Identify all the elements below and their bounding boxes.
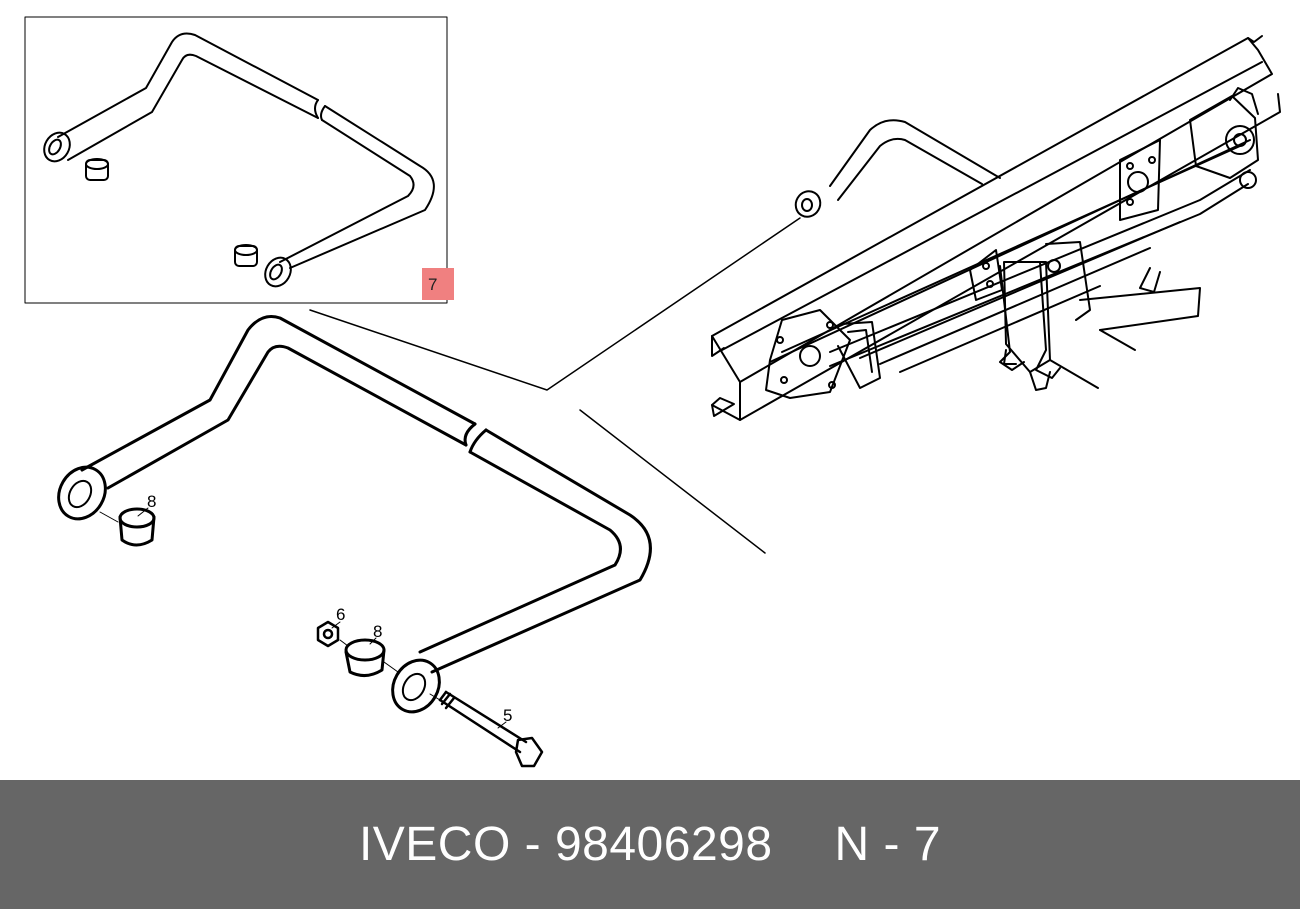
footer-bar: IVECO - 98406298 N - 7: [0, 780, 1300, 909]
callout-leaders: [137, 507, 507, 729]
chassis-assembly: [711, 35, 1281, 421]
bar-eye-left: [57, 465, 107, 521]
bolt: [429, 690, 544, 768]
inset-detail-view: [24, 16, 454, 304]
axle-mount: [999, 241, 1201, 391]
chassis-stabilizer-bar: [829, 119, 1001, 187]
leader-lines: [309, 217, 801, 554]
bar-eye-right: [391, 658, 441, 714]
part-reference: IVECO - 98406298: [358, 818, 773, 871]
rear-shackle: [1119, 87, 1259, 221]
footer-code: IVECO - 98406298 N - 7: [0, 780, 1300, 909]
callout-bushing-left: 8: [147, 492, 156, 511]
front-u-bolt: [837, 321, 881, 389]
chassis-bar-eye: [794, 190, 822, 218]
stabilizer-bar: [57, 315, 652, 714]
callout-bushing-right: 8: [373, 622, 382, 641]
nut: [316, 620, 349, 648]
inset-frame: [24, 16, 448, 304]
callout-nut: 6: [336, 605, 345, 624]
center-bracket: [969, 249, 1003, 301]
position-reference: N - 7: [834, 818, 942, 871]
callout-bolt: 5: [503, 706, 512, 725]
detail-number-badge: [422, 268, 454, 300]
bushing-right: [344, 638, 399, 677]
front-spring-hanger: [765, 309, 851, 399]
detail-number-label: 7: [428, 275, 437, 294]
inset-bushing-right: [234, 244, 258, 267]
inset-bushing-left: [85, 158, 109, 181]
parts-diagram: 8 6 8 5 7: [24, 16, 1281, 768]
bushing-left: [99, 507, 156, 547]
inset-stabilizer-bar: [43, 32, 435, 288]
